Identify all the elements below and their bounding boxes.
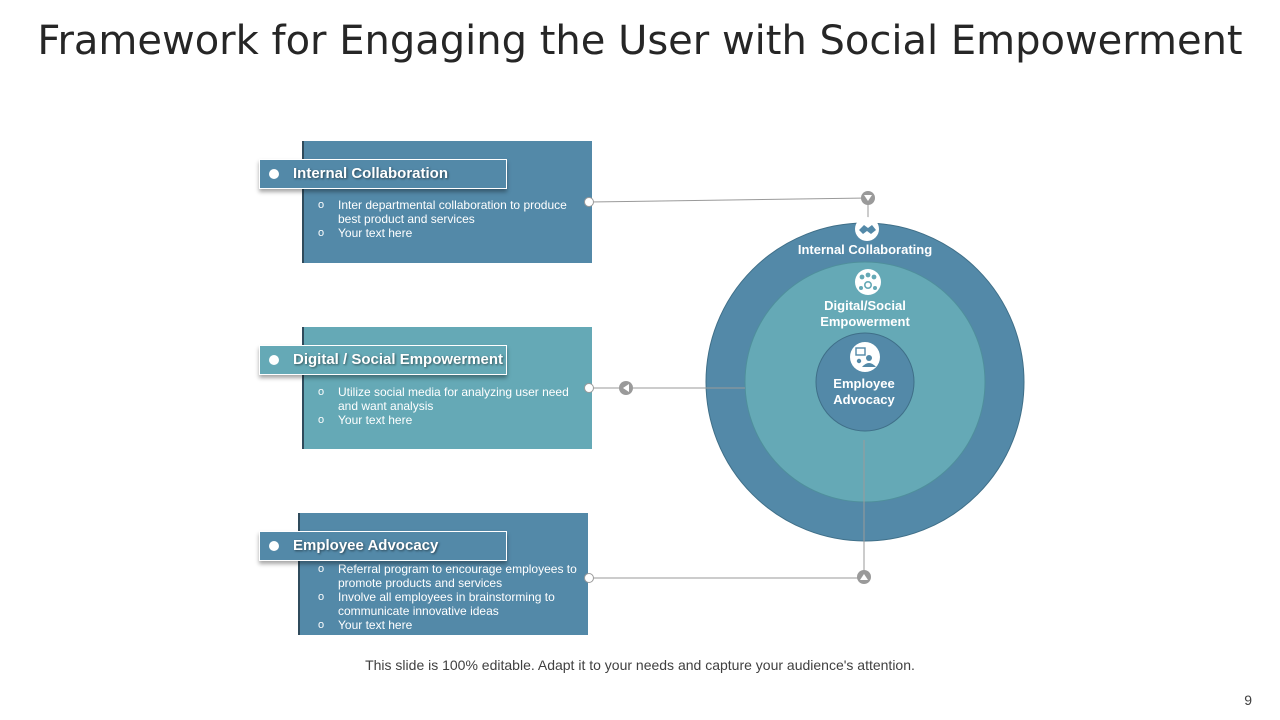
bullet-list: Inter departmental collaboration to prod… bbox=[318, 198, 582, 240]
page-number: 9 bbox=[1244, 692, 1252, 708]
arrow-down-icon bbox=[861, 191, 875, 205]
inner-ring-label-line1: Employee bbox=[833, 376, 895, 391]
arrow-left-icon bbox=[619, 381, 633, 395]
advocacy-icon bbox=[850, 342, 880, 372]
inner-ring bbox=[815, 332, 915, 432]
bullet-item: Inter departmental collaboration to prod… bbox=[318, 198, 582, 226]
bullet-item: Your text here bbox=[318, 226, 582, 240]
people-network-icon bbox=[855, 269, 881, 295]
bullet-dot-icon bbox=[269, 541, 279, 551]
bullet-list: Utilize social media for analyzing user … bbox=[318, 385, 582, 427]
tag-label: Employee Advocacy bbox=[293, 537, 439, 554]
tag-label: Internal Collaboration bbox=[293, 165, 449, 182]
tag-label: Digital / Social Empowerment bbox=[293, 351, 504, 368]
bullet-item: Involve all employees in brainstorming t… bbox=[318, 590, 578, 618]
bullet-list: Referral program to encourage employees … bbox=[318, 562, 578, 632]
tag-employee-advocacy: Employee Advocacy bbox=[259, 531, 507, 561]
bullet-item: Your text here bbox=[318, 413, 582, 427]
handshake-icon bbox=[855, 217, 879, 241]
bullet-dot-icon bbox=[269, 355, 279, 365]
connector-dot bbox=[584, 383, 594, 393]
tag-digital-social-empowerment: Digital / Social Empowerment bbox=[259, 345, 507, 375]
middle-ring-label-line2: Empowerment bbox=[820, 314, 910, 329]
bullet-item: Utilize social media for analyzing user … bbox=[318, 385, 582, 413]
connector-dot bbox=[584, 573, 594, 583]
outer-ring-label: Internal Collaborating bbox=[797, 242, 933, 257]
arrow-up-icon bbox=[857, 570, 871, 584]
connector-dot bbox=[584, 197, 594, 207]
bullet-item: Referral program to encourage employees … bbox=[318, 562, 578, 590]
connector-line bbox=[588, 197, 869, 203]
middle-ring-label-line1: Digital/Social bbox=[824, 298, 906, 313]
footer-note: This slide is 100% editable. Adapt it to… bbox=[365, 657, 915, 673]
slide-title: Framework for Engaging the User with Soc… bbox=[37, 18, 1243, 64]
bullet-item: Your text here bbox=[318, 618, 578, 632]
inner-ring-label-line2: Advocacy bbox=[833, 392, 895, 407]
bullet-dot-icon bbox=[269, 169, 279, 179]
tag-internal-collaboration: Internal Collaboration bbox=[259, 159, 507, 189]
